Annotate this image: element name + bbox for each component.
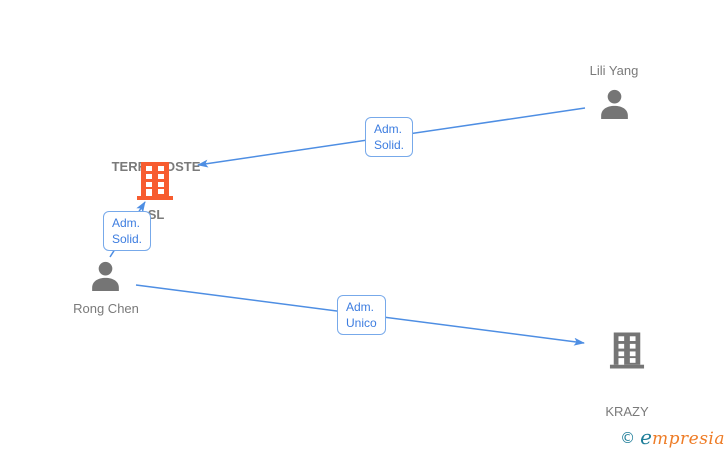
- building-icon[interactable]: [609, 332, 645, 374]
- edge-label-adm-unico: Adm. Unico: [337, 295, 386, 335]
- edge-label-adm-solid-left: Adm. Solid.: [103, 211, 152, 251]
- person-name-label: Rong Chen: [73, 301, 139, 316]
- person-icon[interactable]: [89, 261, 122, 296]
- copyright-icon: ©: [620, 429, 636, 447]
- edge-label-adm-solid-top: Adm. Solid.: [365, 117, 414, 157]
- empresia-logo[interactable]: © empresia: [620, 425, 725, 449]
- person-icon[interactable]: [598, 89, 631, 124]
- brand-initial: e: [640, 425, 652, 449]
- building-icon[interactable]: [136, 162, 174, 205]
- person-name-label: Lili Yang: [589, 63, 639, 78]
- brand-name: mpresia: [652, 429, 725, 449]
